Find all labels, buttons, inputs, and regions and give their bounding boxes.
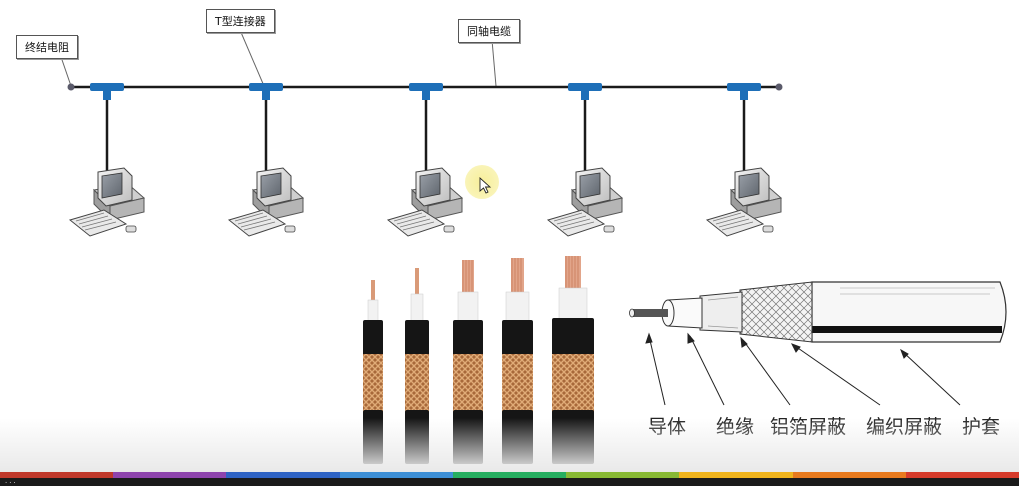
t-connector-leader-line	[239, 29, 265, 87]
computer-1-icon	[68, 167, 146, 237]
terminator-right	[775, 83, 783, 91]
coax-leader-line	[491, 39, 497, 87]
terminator-label: 终结电阻	[16, 35, 78, 59]
color-progress-bar	[0, 472, 1019, 478]
computer-2-icon	[227, 167, 305, 237]
t-connector-5	[727, 83, 761, 175]
progress-segment	[566, 472, 680, 478]
coax-cutaway	[629, 281, 1007, 343]
status-bar: ...	[0, 477, 1019, 486]
layer-arrows	[645, 332, 961, 406]
computer-5-icon	[705, 167, 783, 237]
terminator-left	[67, 83, 75, 91]
t-connector-4	[568, 83, 602, 175]
progress-segment	[0, 472, 114, 478]
progress-segment	[679, 472, 793, 478]
progress-segment	[905, 472, 1019, 478]
mouse-cursor-icon	[479, 176, 492, 194]
t-connector-label: T型连接器	[206, 9, 275, 33]
progress-segment	[226, 472, 340, 478]
t-connector-1	[90, 83, 124, 175]
computer-4-icon	[546, 167, 624, 237]
progress-segment	[452, 472, 567, 478]
progress-segment	[113, 472, 227, 478]
progress-segment	[339, 472, 453, 478]
coax-cable-label: 同轴电缆	[458, 19, 520, 43]
bottom-shade	[0, 418, 1019, 472]
terminator-leader-line	[59, 53, 72, 87]
progress-segment	[792, 472, 906, 478]
t-connector-2	[249, 83, 283, 175]
t-connector-3	[409, 83, 443, 175]
status-text: ...	[4, 477, 17, 485]
computer-3-icon	[386, 167, 464, 237]
